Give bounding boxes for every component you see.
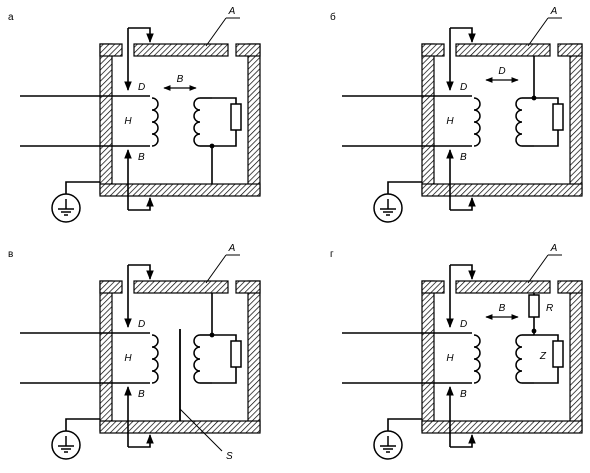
enclosure-label-leader (527, 17, 549, 47)
enclosure-top-middle (455, 43, 551, 57)
panel-3: в A D H B S (8, 243, 261, 462)
load-bottom-wire (534, 367, 559, 384)
enclosure-right-wall (247, 43, 261, 195)
top-terminal-loop (450, 27, 476, 43)
load-top-wire (534, 97, 559, 104)
top-terminal-label: D (460, 319, 467, 330)
gap-label: B (499, 303, 506, 314)
top-terminal-label: D (460, 82, 467, 93)
enclosure-right-wall (569, 280, 583, 432)
secondary-coil (193, 334, 201, 384)
panel-2: б A D H B D (330, 6, 583, 223)
primary-label: H (124, 116, 132, 127)
primary-label: H (446, 353, 454, 364)
resistor-icon (230, 103, 242, 131)
top-terminal-label: D (138, 82, 145, 93)
enclosure-top-right (235, 43, 261, 57)
screen-leader (179, 408, 223, 452)
panel-caption: а (8, 12, 14, 23)
impedance-label: Z (539, 351, 547, 362)
enclosure-left-wall (421, 43, 435, 195)
resistor-icon (230, 340, 242, 368)
resistor-r-label: R (546, 303, 553, 314)
enclosure-left-wall (99, 43, 113, 195)
enclosure-left-wall (99, 280, 113, 432)
enclosure-label: A (550, 243, 558, 254)
panel-4: г A D H B Z R B (330, 243, 583, 460)
top-terminal-loop (128, 264, 154, 280)
secondary-coil (515, 334, 523, 384)
enclosure-left-wall (421, 280, 435, 432)
enclosure-top-left (421, 43, 445, 57)
enclosure-top-left (99, 43, 123, 57)
impedance-z-icon (552, 340, 564, 368)
enclosure-label: A (228, 243, 236, 254)
ground-icon (51, 193, 81, 223)
load-top-wire (534, 334, 559, 341)
enclosure-top-middle (133, 43, 229, 57)
screen-label: S (226, 451, 233, 462)
bottom-terminal-loop (450, 434, 476, 448)
enclosure-top-right (557, 43, 583, 57)
secondary-coil (515, 97, 523, 147)
ground-lead (387, 181, 422, 194)
ground-icon (373, 193, 403, 223)
load-bottom-wire (534, 130, 559, 147)
primary-coil (151, 334, 159, 384)
primary-label: H (446, 116, 454, 127)
enclosure-label-leader (527, 254, 549, 284)
primary-coil (151, 97, 159, 147)
ground-icon (373, 430, 403, 460)
bottom-terminal-label: B (138, 389, 145, 400)
enclosure-bottom-wall (421, 183, 583, 197)
ground-lead (65, 181, 100, 194)
enclosure-bottom-wall (421, 420, 583, 434)
top-terminal-loop (450, 264, 476, 280)
bottom-terminal-label: B (460, 389, 467, 400)
enclosure-label-leader (205, 254, 227, 284)
ground-lead (65, 418, 100, 431)
top-terminal-loop (128, 27, 154, 43)
load-top-wire (212, 334, 237, 341)
enclosure-top-left (99, 280, 123, 294)
junction-dot (531, 328, 537, 334)
ground-lead (387, 418, 422, 431)
enclosure-right-wall (569, 43, 583, 195)
enclosure-label: A (228, 6, 236, 17)
primary-label: H (124, 353, 132, 364)
enclosure-label-leader (205, 17, 227, 47)
secondary-coil (193, 97, 201, 147)
panel-1: а A D H B B (8, 6, 261, 223)
primary-coil (473, 334, 481, 384)
enclosure-top-left (421, 280, 445, 294)
panel-caption: в (8, 249, 13, 260)
gap-label: D (498, 66, 505, 77)
enclosure-top-middle (455, 280, 551, 294)
gap-label: B (177, 74, 184, 85)
enclosure-right-wall (247, 280, 261, 432)
ground-icon (51, 430, 81, 460)
load-bottom-wire (212, 130, 237, 147)
panel-caption: г (330, 249, 334, 260)
primary-coil (473, 97, 481, 147)
enclosure-top-right (557, 280, 583, 294)
enclosure-bottom-wall (99, 183, 261, 197)
resistor-r-icon (528, 294, 540, 318)
enclosure-top-right (235, 280, 261, 294)
enclosure-label: A (550, 6, 558, 17)
bottom-terminal-loop (128, 197, 154, 211)
resistor-icon (552, 103, 564, 131)
panel-caption: б (330, 11, 336, 23)
enclosure-top-middle (133, 280, 229, 294)
load-bottom-wire (212, 367, 237, 384)
top-terminal-label: D (138, 319, 145, 330)
load-top-wire (212, 97, 237, 104)
bottom-terminal-loop (450, 197, 476, 211)
bottom-terminal-label: B (460, 152, 467, 163)
bottom-terminal-loop (128, 434, 154, 448)
enclosure-bottom-wall (99, 420, 261, 434)
bottom-terminal-label: B (138, 152, 145, 163)
